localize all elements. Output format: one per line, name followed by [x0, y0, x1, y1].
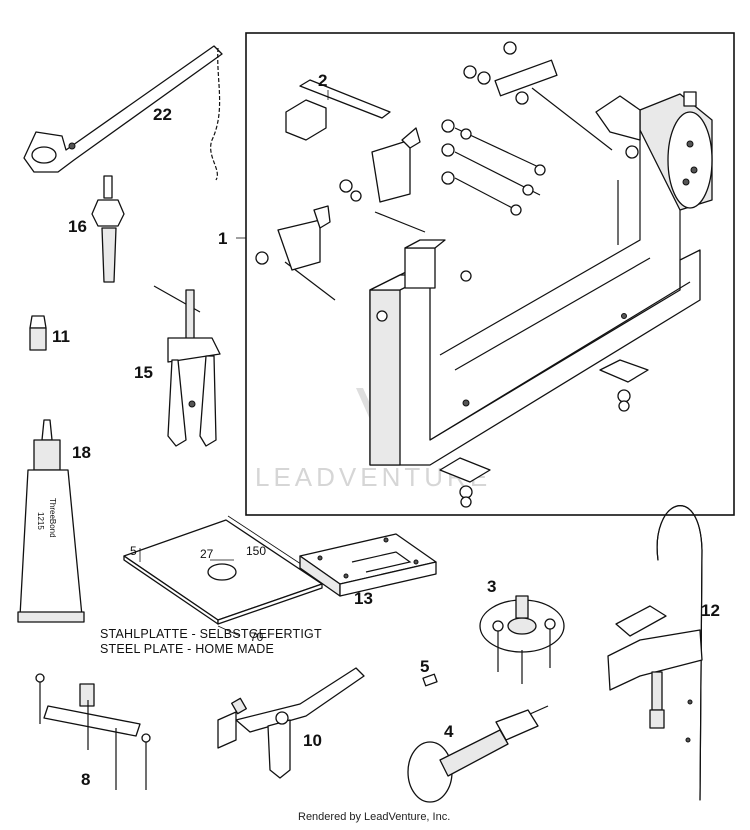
callout-3: 3 [487, 577, 496, 596]
tube-brand: ThreeBond [48, 498, 57, 538]
steel-plate-diagram [123, 515, 323, 637]
callout-13: 13 [354, 589, 373, 608]
part-5-pin [422, 673, 438, 687]
part-13-slotted-block [299, 533, 437, 597]
part-15-jaw-puller [153, 285, 221, 447]
dim-hole: 27 [200, 547, 214, 561]
callout-22: 22 [153, 105, 172, 124]
callout-15: 15 [134, 363, 153, 382]
note-german: STAHLPLATTE - SELBSTGEFERTIGT [100, 627, 322, 641]
callout-5: 5 [420, 657, 429, 676]
part-16-puller-screw [91, 175, 125, 283]
part-1-group-box [245, 32, 735, 516]
part-4-drift-punch [407, 705, 549, 803]
callout-2: 2 [318, 71, 327, 90]
dim-width: 70 [250, 630, 264, 644]
footer-credit: Rendered by LeadVenture, Inc. [298, 811, 450, 823]
callout-18: 18 [72, 443, 91, 462]
callout-16: 16 [68, 217, 87, 236]
part-8-puller-bar [35, 673, 151, 790]
part-11-plug [29, 315, 47, 351]
part-3-flywheel-puller [479, 595, 565, 684]
callouts: 2 22 16 1 11 15 18 13 3 12 5 4 10 8 [52, 71, 720, 789]
callout-4: 4 [444, 722, 454, 741]
tube-code: 1215 [36, 512, 45, 530]
part-18-sealant-tube: ThreeBond 1215 [17, 419, 85, 623]
part-12-holding-tool [607, 505, 703, 801]
callout-11: 11 [52, 327, 70, 346]
dim-thickness: 5 [130, 544, 137, 558]
callout-1: 1 [218, 229, 227, 248]
dim-length: 150 [246, 544, 266, 558]
callout-10: 10 [303, 731, 322, 750]
callout-8: 8 [81, 770, 90, 789]
part-22-chain-wrench [23, 45, 223, 181]
callout-12: 12 [701, 601, 720, 620]
part-1-engine-stand [236, 32, 735, 516]
note-english: STEEL PLATE - HOME MADE [100, 642, 274, 656]
part-10-holding-wrench [217, 667, 365, 779]
steel-plate-annotations: 5 27 150 70 STAHLPLATTE - SELBSTGEFERTIG… [100, 544, 322, 656]
